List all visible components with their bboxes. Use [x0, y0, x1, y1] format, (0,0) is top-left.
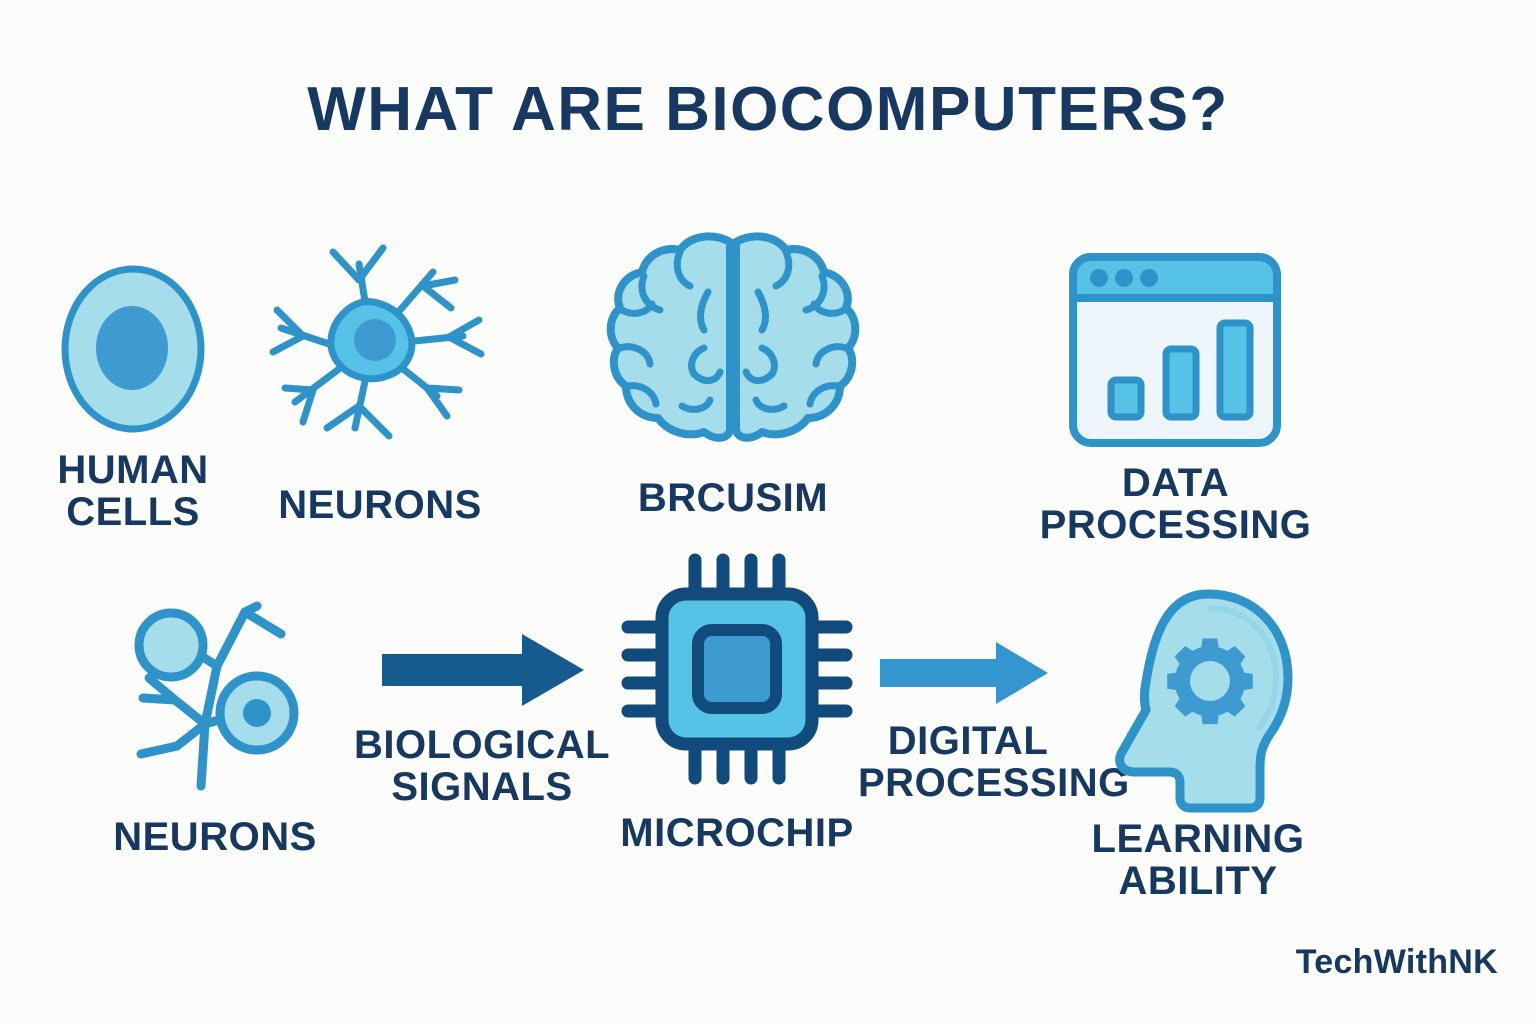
cell-icon: [60, 262, 210, 437]
node-learning-ability: LEARNING ABILITY: [1092, 586, 1304, 903]
brain-icon: [606, 232, 860, 447]
arrow-right-icon: [880, 642, 1048, 704]
label-data-processing: DATA PROCESSING: [1039, 461, 1312, 548]
arrow-biological-signals: BIOLOGICAL SIGNALS: [354, 634, 610, 809]
label-digital-processing: DIGITAL PROCESSING: [858, 719, 1130, 806]
label-learning-ability: LEARNING ABILITY: [1091, 817, 1305, 904]
node-human-cells: HUMAN CELLS: [57, 262, 210, 534]
neuron-icon: [255, 236, 505, 456]
node-brain: BRCUSIM: [606, 232, 860, 519]
page-title: WHAT ARE BIOCOMPUTERS?: [307, 75, 1229, 144]
label-microchip: MICROCHIP: [620, 811, 854, 855]
arrow-digital-processing: DIGITAL PROCESSING: [858, 642, 1129, 805]
node-microchip: MICROCHIP: [620, 553, 853, 854]
label-biological-signals: BIOLOGICAL SIGNALS: [353, 723, 611, 810]
watermark: TechWithNK: [1295, 943, 1498, 981]
node-neurons-bottom: NEURONS: [105, 594, 325, 858]
label-neurons-top: NEURONS: [278, 483, 482, 527]
node-neurons-top: NEURONS: [255, 236, 505, 526]
window-chart-icon: [1068, 252, 1282, 448]
microchip-icon: [621, 553, 853, 785]
arrow-right-icon: [382, 634, 584, 706]
label-brain: BRCUSIM: [637, 476, 829, 520]
neuron-cluster-icon: [105, 594, 325, 804]
label-human-cells: HUMAN CELLS: [57, 448, 209, 535]
node-data-processing: DATA PROCESSING: [1040, 252, 1311, 547]
label-neurons-bottom: NEURONS: [113, 815, 317, 859]
head-gear-icon: [1098, 586, 1298, 816]
